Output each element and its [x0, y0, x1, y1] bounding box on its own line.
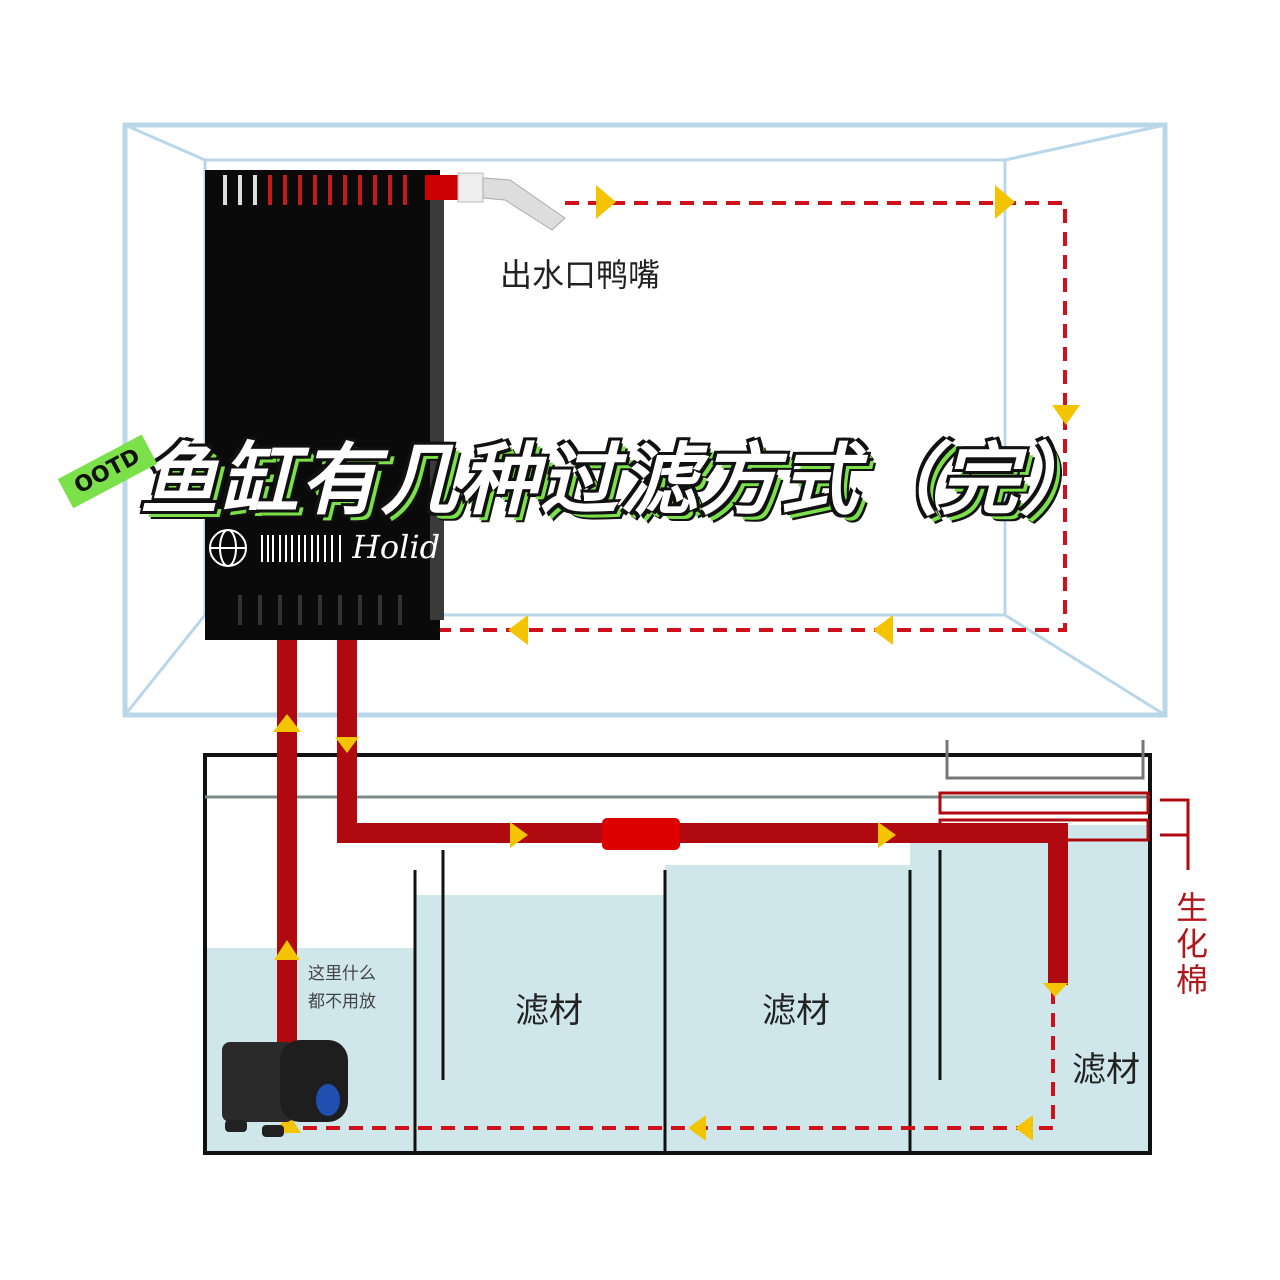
barcode-icon: [261, 535, 341, 562]
duckbill-outlet: [425, 172, 566, 231]
flow-arrows: [273, 185, 1080, 1141]
water-pump: [222, 1040, 348, 1137]
bio-sponge-label: 生化棉: [1175, 889, 1208, 999]
pipes: [277, 640, 1068, 1050]
outlet-label: 出水口鸭嘴: [500, 256, 661, 294]
media-label-2: 滤材: [762, 991, 830, 1031]
page-title: 鱼缸有几种过滤方式（完）: [140, 436, 1101, 526]
media-label-1: 滤材: [515, 991, 583, 1031]
aquarium-tank: [122, 122, 1168, 718]
pump-chamber-note: 这里什么 都不用放: [308, 960, 376, 1016]
media-label-3: 滤材: [1072, 1050, 1140, 1090]
sump-tank: [203, 740, 1152, 1155]
note-line-2: 都不用放: [308, 992, 376, 1012]
sump-water: [207, 825, 1150, 1153]
globe-icon: [209, 529, 247, 567]
pipe-valve: [602, 818, 680, 850]
filter-brand: Holid: [352, 528, 440, 566]
hang-on-filter: [205, 170, 444, 640]
note-line-1: 这里什么: [308, 964, 376, 984]
